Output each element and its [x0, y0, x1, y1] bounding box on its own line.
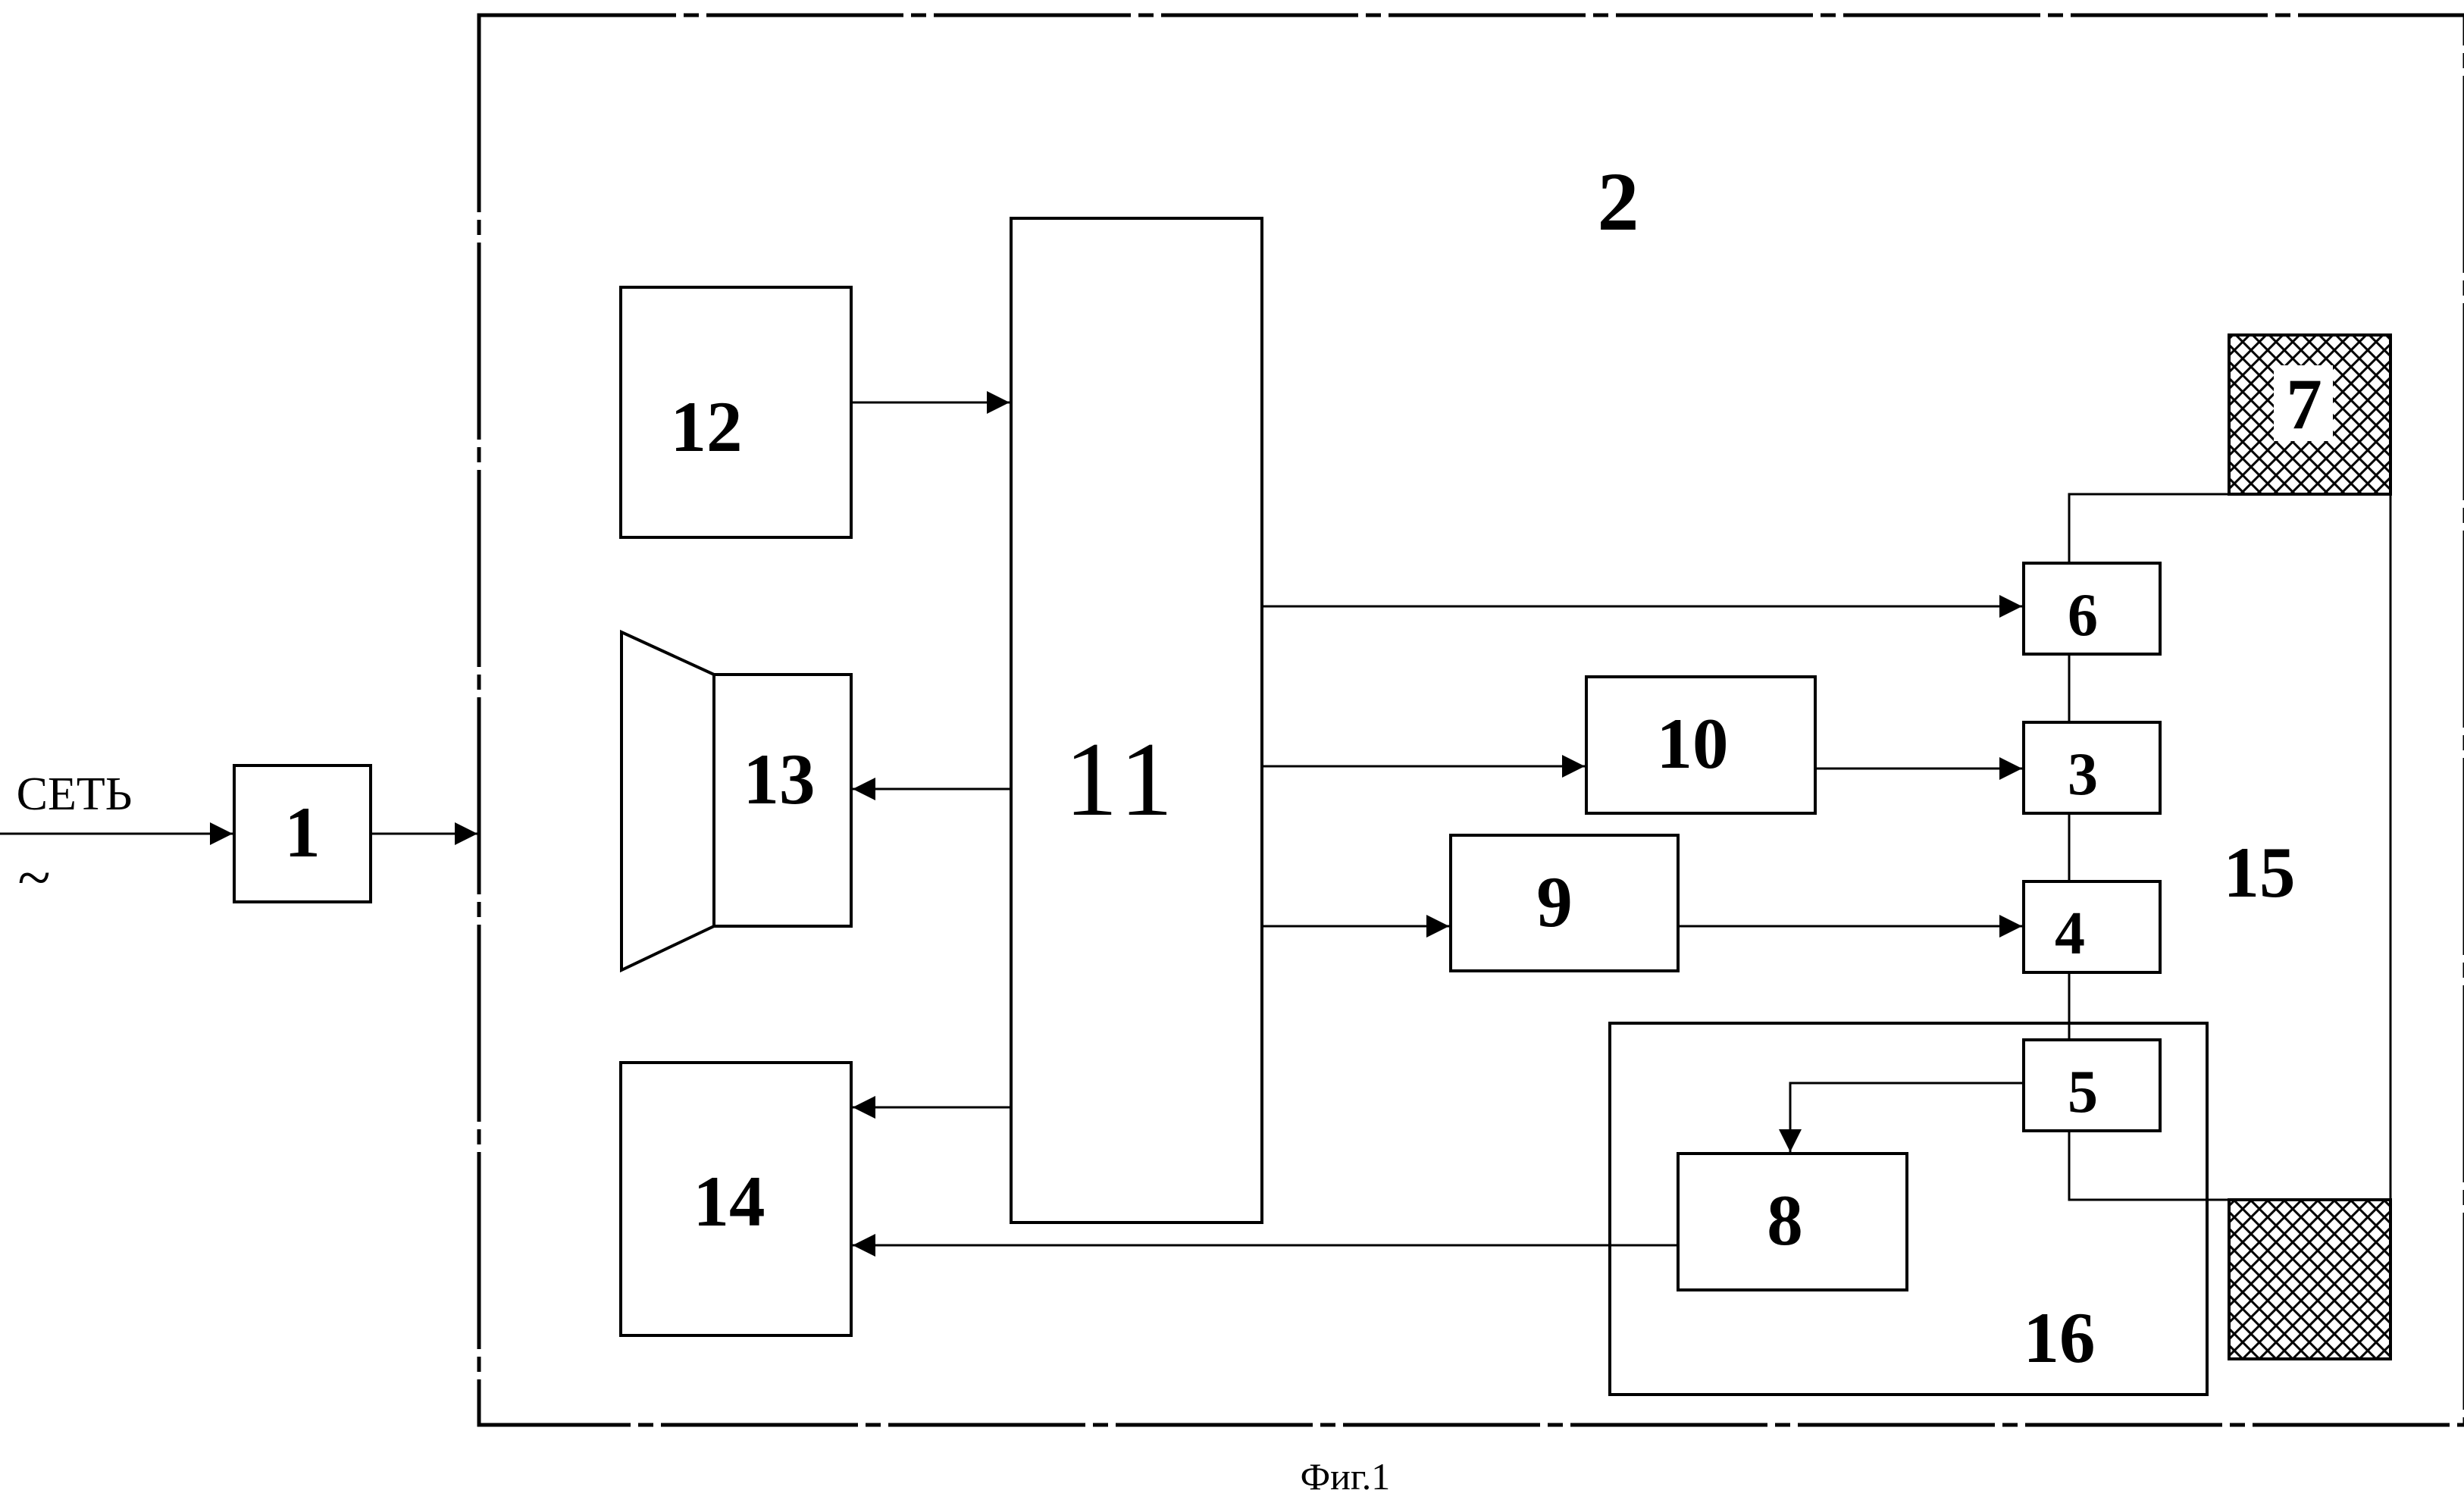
block-15-label: 15 — [2224, 832, 2296, 913]
block-12-label: 12 — [671, 387, 743, 467]
block-13-label: 13 — [744, 739, 816, 819]
block-8-label: 8 — [1767, 1180, 1803, 1260]
block-9-label: 9 — [1536, 862, 1573, 942]
block-16-label: 16 — [2024, 1298, 2096, 1378]
block-11-label: 11 — [1065, 721, 1179, 838]
block-4-label: 4 — [2055, 900, 2085, 967]
block-2-label: 2 — [1598, 155, 1639, 248]
wire-6-to-7-top — [2069, 494, 2390, 563]
block-4 — [2024, 881, 2160, 972]
figure-caption: Фиг.1 — [1301, 1455, 1391, 1498]
block-7-label: 7 — [2286, 364, 2322, 444]
block-5-label: 5 — [2068, 1059, 2098, 1125]
block-14-label: 14 — [693, 1161, 765, 1241]
block-7-bottom-hatched — [2229, 1200, 2390, 1359]
ac-symbol: ~ — [17, 845, 50, 912]
wire-5-to-8 — [1790, 1083, 2024, 1152]
block-6-label: 6 — [2068, 582, 2098, 649]
housing-block-2 — [479, 15, 2464, 1425]
block-1-label: 1 — [284, 792, 321, 872]
wire-5-to-7-bottom — [2069, 1131, 2229, 1200]
block-3-label: 3 — [2068, 741, 2098, 808]
speaker-cone — [621, 632, 714, 970]
block-10-label: 10 — [1657, 703, 1729, 784]
mains-input-label: СЕТЬ — [17, 769, 133, 820]
